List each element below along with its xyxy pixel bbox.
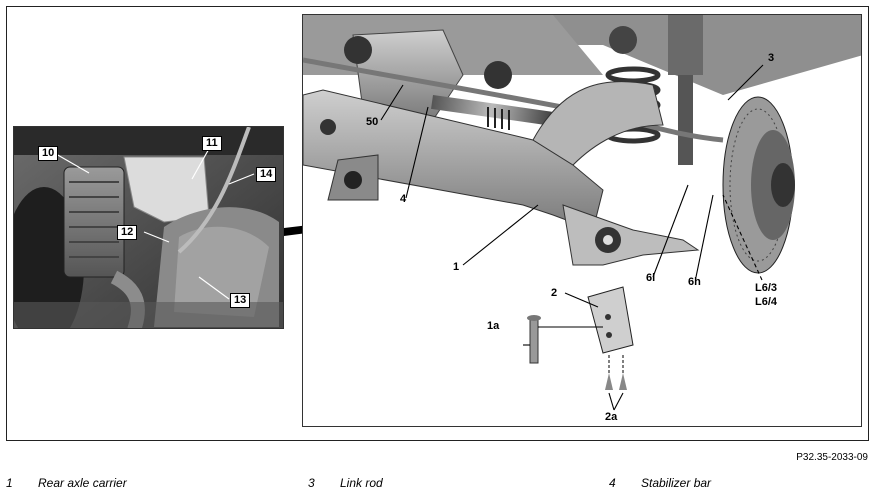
inset-photo-drawing xyxy=(14,127,283,328)
legend-num-4: 4 xyxy=(609,476,616,490)
inset-photo: 10 11 14 12 13 xyxy=(13,126,284,329)
legend-text-4: Stabilizer bar xyxy=(641,476,712,490)
callout-6h: 6h xyxy=(688,276,701,288)
callout-2a: 2a xyxy=(605,411,618,423)
legend-num-1: 1 xyxy=(6,476,13,490)
legend-text-3: Link rod xyxy=(340,476,383,490)
callout-4: 4 xyxy=(400,193,407,205)
inset-callout-12: 12 xyxy=(117,225,138,240)
callout-50: 50 xyxy=(366,116,379,128)
main-drawing: 50 4 3 1 2 1a 2a 6l 6h L6/3 L6/4 xyxy=(302,14,862,427)
callout-l6-4: L6/4 xyxy=(755,296,778,308)
callout-1a: 1a xyxy=(487,320,500,332)
legend-num-3: 3 xyxy=(308,476,315,490)
inset-callout-10: 10 xyxy=(38,146,59,161)
axle-illustration xyxy=(303,15,861,426)
callout-2: 2 xyxy=(551,287,558,299)
legend-text-1: Rear axle carrier xyxy=(38,476,127,490)
inset-callout-13: 13 xyxy=(230,293,251,308)
callout-1: 1 xyxy=(453,261,460,273)
legend: 1 Rear axle carrier 3 Link rod 4 Stabili… xyxy=(0,476,876,492)
inset-callout-14: 14 xyxy=(256,167,277,182)
callout-3: 3 xyxy=(768,52,775,64)
inset-callout-11: 11 xyxy=(202,136,222,151)
callout-l6-3: L6/3 xyxy=(755,282,778,294)
figure-id: P32.35-2033-09 xyxy=(796,452,868,463)
callout-6l: 6l xyxy=(646,272,656,284)
